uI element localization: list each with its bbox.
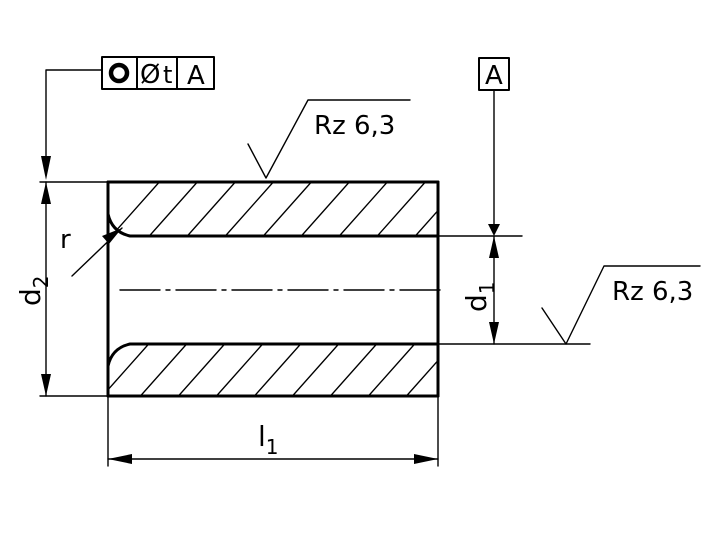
- upper-wall-outline: [106, 180, 440, 238]
- d1-sub: 1: [475, 281, 499, 294]
- d2-sub: 2: [29, 275, 53, 288]
- frame-leader: [45, 69, 103, 161]
- bushing-section: [106, 180, 441, 398]
- datum-reference-letter: A: [187, 61, 205, 91]
- datum-triangle: [488, 224, 500, 236]
- radius-callout: r: [60, 225, 123, 277]
- frame-leader-arrow: [41, 156, 51, 180]
- dimension-length: l1: [107, 395, 439, 467]
- l1-sub: 1: [266, 435, 279, 459]
- feature-control-frame: Ø t A: [41, 56, 215, 180]
- l1-base: l: [258, 420, 266, 453]
- surface-finish-outer: Rz 6,3: [247, 99, 411, 179]
- tolerance-value: t: [163, 61, 172, 89]
- radius-label: r: [60, 225, 71, 255]
- datum-feature: A: [478, 57, 510, 236]
- svg-text:l1: l1: [258, 420, 279, 459]
- dimension-inner-diameter: d1: [437, 235, 591, 345]
- hatching-upper: [108, 182, 438, 236]
- surface-finish-outer-label: Rz 6,3: [314, 111, 395, 141]
- diameter-symbol: Ø: [140, 60, 160, 90]
- svg-text:d1: d1: [460, 281, 499, 312]
- datum-letter: A: [485, 61, 503, 91]
- dimension-outer-diameter: d2: [14, 181, 109, 397]
- svg-text:d2: d2: [14, 275, 53, 306]
- circular-runout-icon: [108, 62, 130, 84]
- lower-wall-outline: [106, 342, 440, 398]
- surface-finish-inner-label: Rz 6,3: [612, 277, 693, 307]
- d1-base: d: [460, 294, 493, 312]
- d2-base: d: [14, 288, 47, 306]
- hatching-lower: [108, 344, 438, 396]
- surface-finish-inner: Rz 6,3: [541, 265, 701, 345]
